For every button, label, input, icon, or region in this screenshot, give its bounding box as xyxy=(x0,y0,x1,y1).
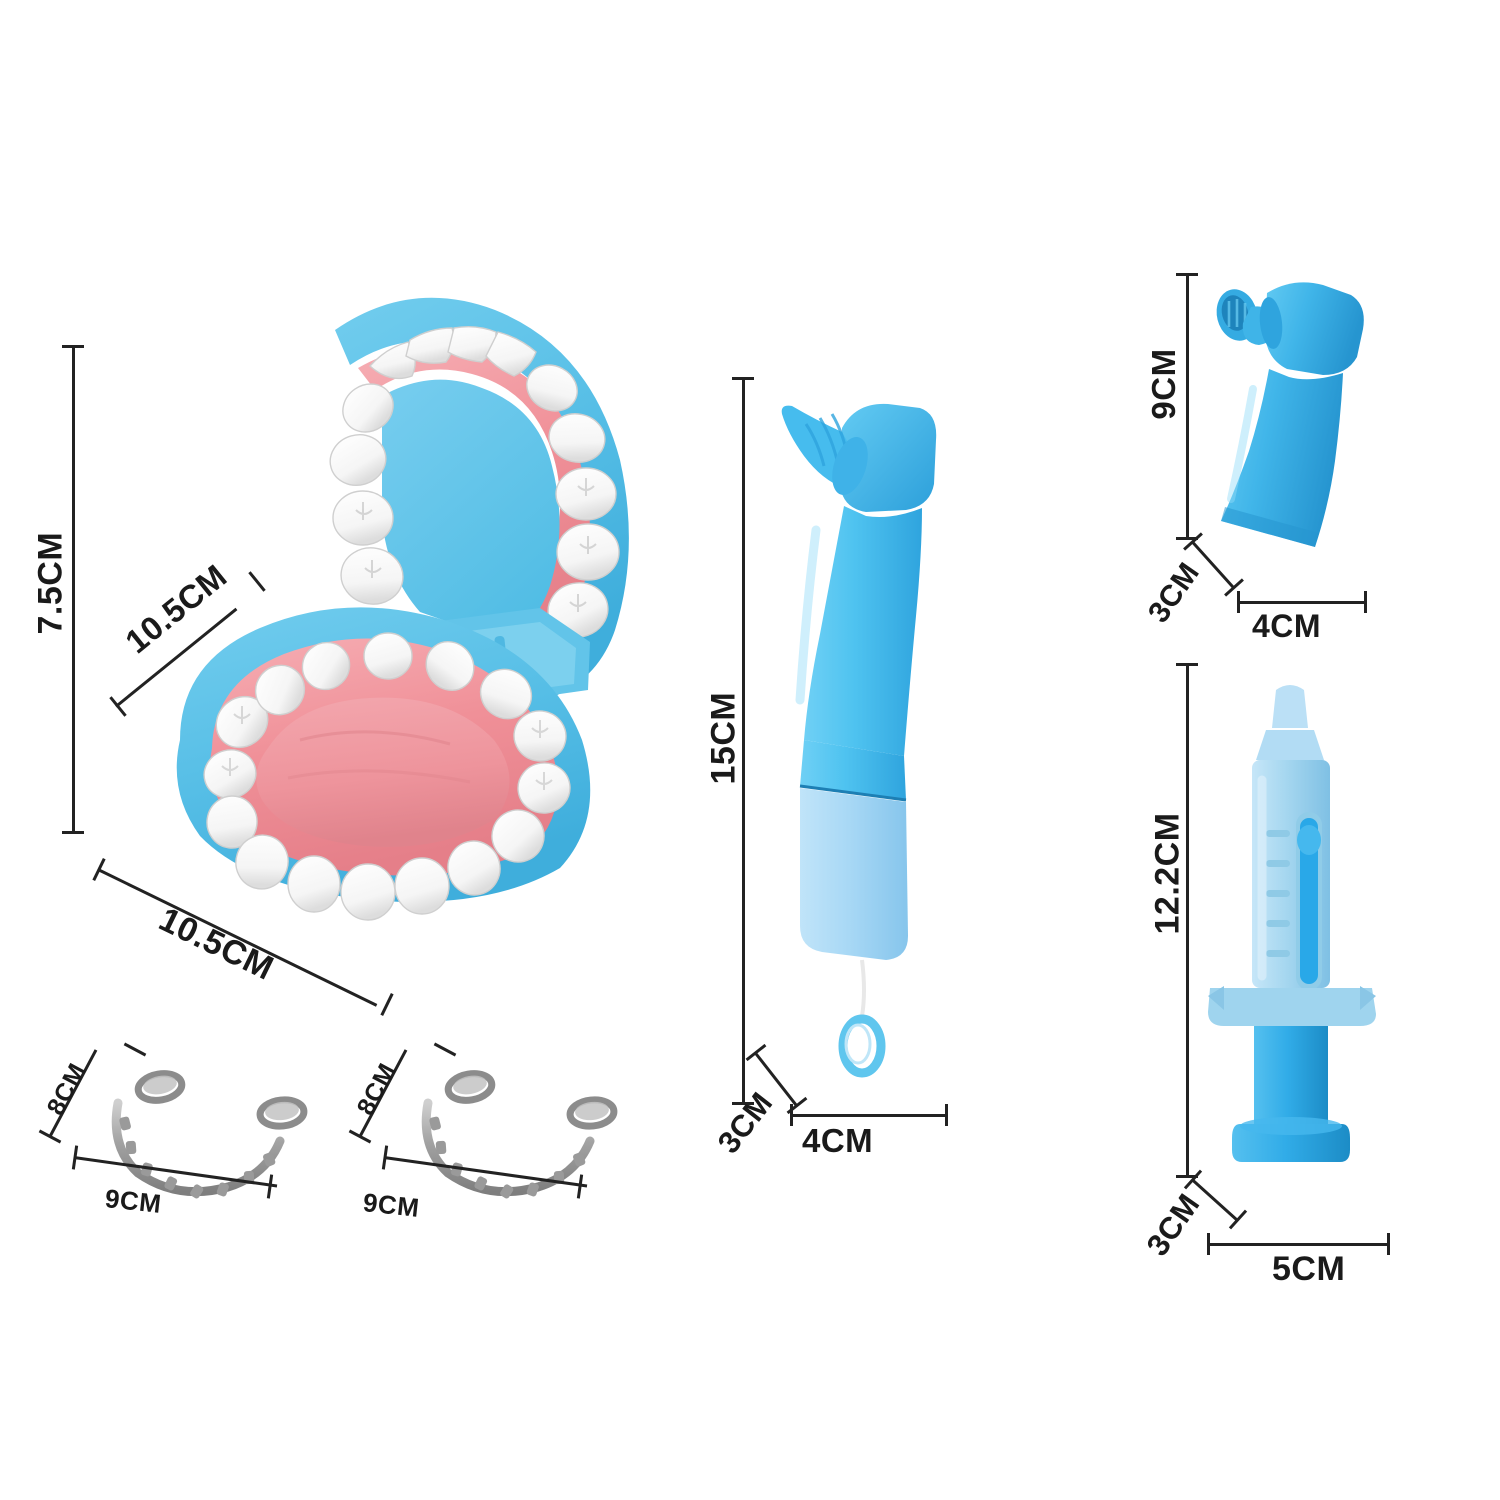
polisher-width-label: 4CM xyxy=(802,1122,874,1159)
syringe-illustration xyxy=(1208,685,1376,1162)
polisher-height-line xyxy=(742,377,745,1105)
handpiece-depth-label: 3CM xyxy=(1141,556,1207,629)
teeth-lower-width-tick-a xyxy=(92,858,106,881)
braces-right-illustration xyxy=(421,1070,618,1199)
teeth-height-label: 7.5CM xyxy=(31,531,70,635)
syringe-height-tick-top xyxy=(1176,663,1198,666)
teeth-lower-width-label: 10.5CM xyxy=(153,900,280,988)
braces-right-width-label: 9CM xyxy=(361,1187,421,1223)
handpiece-height-tick-top xyxy=(1176,273,1198,276)
syringe-width-label: 5CM xyxy=(1272,1250,1346,1288)
polisher-height-tick-bottom xyxy=(732,1102,754,1105)
handpiece-width-tick-right xyxy=(1364,591,1367,613)
polisher-depth-label: 3CM xyxy=(710,1085,780,1160)
syringe-height-tick-bottom xyxy=(1176,1175,1198,1178)
syringe-width-tick-left xyxy=(1207,1233,1210,1255)
braces-left-width-label: 9CM xyxy=(103,1183,163,1219)
polisher-height-label: 15CM xyxy=(704,691,743,785)
syringe-depth-label: 3CM xyxy=(1139,1187,1207,1263)
handpiece-width-label: 4CM xyxy=(1252,608,1322,644)
teeth-height-tick-top xyxy=(62,345,84,348)
handpiece-width-tick-left xyxy=(1237,591,1240,613)
polisher-height-tick-top xyxy=(732,377,754,380)
teeth-height-tick-bottom xyxy=(62,831,84,834)
polisher-width-tick-right xyxy=(945,1104,948,1126)
handpiece-height-line xyxy=(1186,273,1189,540)
handpiece-height-tick-bottom xyxy=(1176,537,1198,540)
polisher-tool-illustration xyxy=(781,403,937,1078)
teeth-lower-width-tick-b xyxy=(380,993,394,1016)
handpiece-width-line xyxy=(1237,601,1367,604)
handpiece-height-label: 9CM xyxy=(1145,348,1182,420)
polisher-width-tick-left xyxy=(790,1104,793,1126)
polisher-depth-tick-a xyxy=(745,1043,767,1062)
braces-left-illustration xyxy=(111,1070,308,1199)
polisher-width-line xyxy=(790,1114,948,1117)
syringe-height-line xyxy=(1186,663,1189,1178)
syringe-height-label: 12.2CM xyxy=(1148,812,1187,935)
angle-handpiece-illustration xyxy=(1216,282,1364,547)
syringe-width-line xyxy=(1207,1243,1390,1246)
teeth-model-illustration xyxy=(176,297,629,921)
syringe-width-tick-right xyxy=(1387,1233,1390,1255)
teeth-height-line xyxy=(72,345,75,833)
